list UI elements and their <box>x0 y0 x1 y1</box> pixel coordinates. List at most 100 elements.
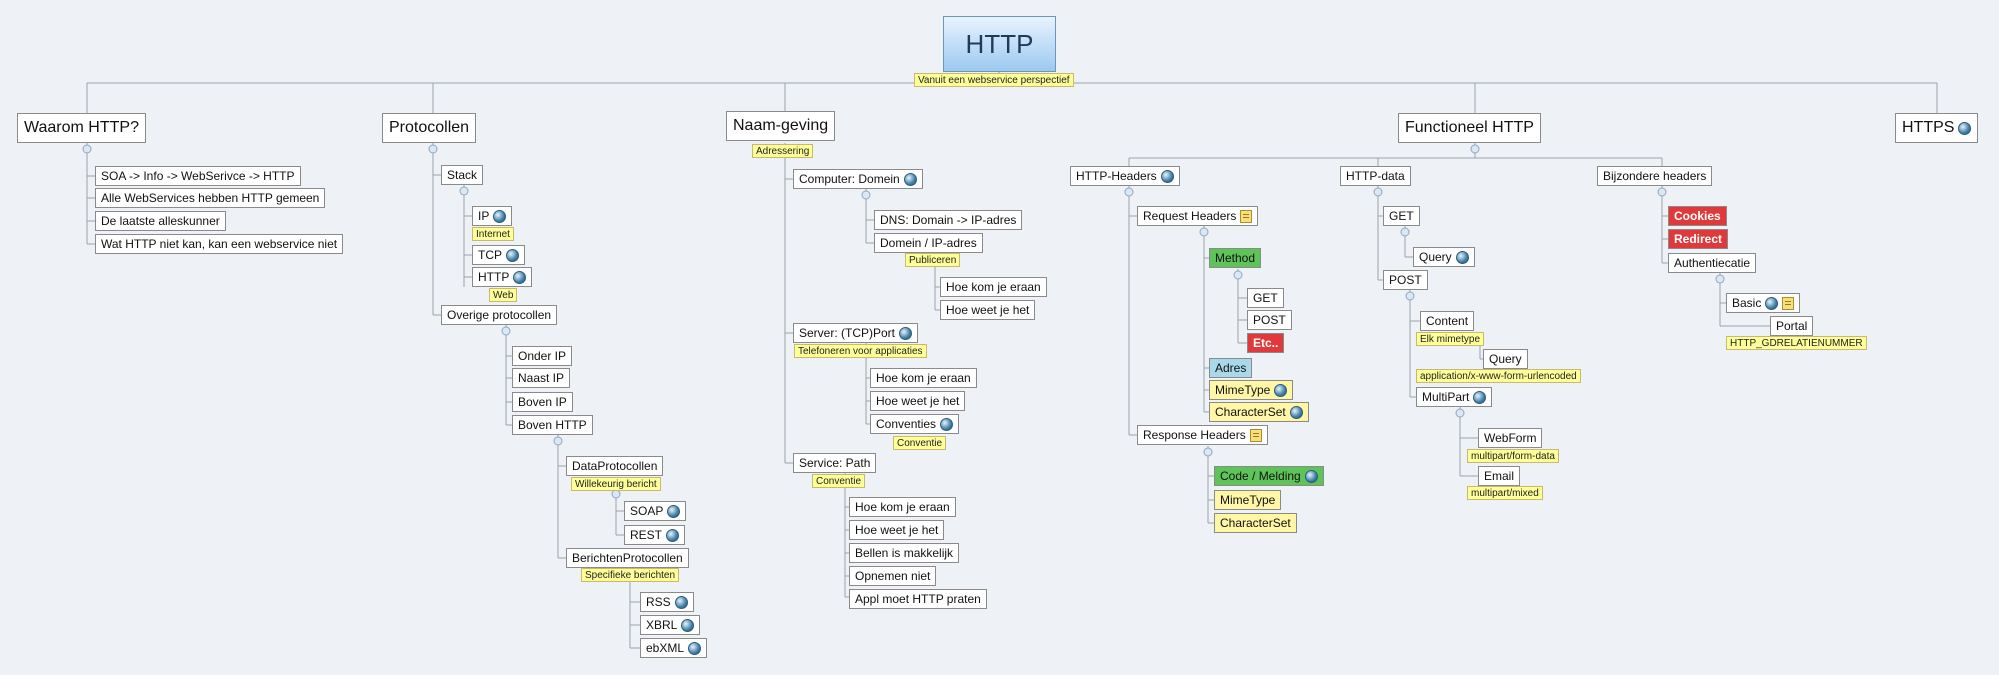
node-conventies[interactable]: Conventies <box>870 414 960 434</box>
node-method-etc[interactable]: Etc.. <box>1247 333 1285 353</box>
branch-functioneel-http[interactable]: Functioneel HTTP <box>1398 113 1541 143</box>
branch-protocollen[interactable]: Protocollen <box>382 113 477 143</box>
node-data-query[interactable]: Query <box>1413 247 1475 267</box>
node-path-hoe-kom[interactable]: Hoe kom je eraan <box>849 497 956 517</box>
node-label: TCP <box>478 248 502 262</box>
node-xbrl[interactable]: XBRL <box>640 615 701 635</box>
node-adres[interactable]: Adres <box>1209 358 1253 378</box>
node-domein-hoe-kom[interactable]: Hoe kom je eraan <box>940 277 1047 297</box>
waarom-item-1[interactable]: SOA -> Info -> WebSerivce -> HTTP <box>95 166 301 186</box>
node-response-mimetype[interactable]: MimeType <box>1214 490 1282 510</box>
root-node-http[interactable]: HTTP <box>943 16 1056 72</box>
node-path-hoe-weet[interactable]: Hoe weet je het <box>849 520 945 540</box>
node-cookies[interactable]: Cookies <box>1668 206 1727 226</box>
note-domein-ip: Publiceren <box>905 253 961 267</box>
root-label: HTTP <box>965 29 1034 59</box>
note-naamgeving: Adressering <box>752 144 814 158</box>
node-email[interactable]: Email <box>1478 466 1521 486</box>
waarom-item-2[interactable]: Alle WebServices hebben HTTP gemeen <box>95 188 326 208</box>
node-webform[interactable]: WebForm <box>1478 428 1543 448</box>
node-method-post[interactable]: POST <box>1247 310 1292 330</box>
note-content: Elk mimetype <box>1416 332 1485 346</box>
node-onder-ip[interactable]: Onder IP <box>512 346 573 366</box>
node-domein-ip[interactable]: Domein / IP-adres <box>874 233 983 253</box>
branch-waarom-http[interactable]: Waarom HTTP? <box>17 113 146 143</box>
globe-icon <box>1289 405 1303 419</box>
node-bijzondere-headers[interactable]: Bijzondere headers <box>1597 166 1713 186</box>
note-email: multipart/mixed <box>1467 486 1543 500</box>
node-server-hoe-weet[interactable]: Hoe weet je het <box>870 391 966 411</box>
node-method-get[interactable]: GET <box>1247 288 1284 308</box>
waarom-item-4[interactable]: Wat HTTP niet kan, kan een webservice ni… <box>95 234 344 254</box>
node-http-headers[interactable]: HTTP-Headers <box>1070 166 1180 186</box>
node-basic[interactable]: Basic <box>1726 293 1801 313</box>
globe-icon <box>513 270 527 284</box>
branch-https[interactable]: HTTPS <box>1895 113 1979 143</box>
note-berichtenprotocollen: Specifieke berichten <box>581 568 680 582</box>
node-http[interactable]: HTTP <box>472 267 533 287</box>
node-rss[interactable]: RSS <box>640 592 694 612</box>
node-label: REST <box>630 528 663 542</box>
node-stack[interactable]: Stack <box>441 165 484 185</box>
node-server-port[interactable]: Server: (TCP)Port <box>793 323 919 343</box>
node-bellen[interactable]: Bellen is makkelijk <box>849 543 960 563</box>
node-method[interactable]: Method <box>1209 248 1262 268</box>
node-authentiecatie[interactable]: Authentiecatie <box>1668 253 1757 273</box>
node-soap[interactable]: SOAP <box>624 501 687 521</box>
node-service-path[interactable]: Service: Path <box>793 453 877 473</box>
node-label: Basic <box>1732 296 1762 310</box>
node-mimetype[interactable]: MimeType <box>1209 380 1294 400</box>
globe-icon <box>493 209 507 223</box>
node-tcp[interactable]: TCP <box>472 245 525 265</box>
node-label: Code / Melding <box>1220 469 1301 483</box>
node-label: HTTP-Headers <box>1076 169 1157 183</box>
globe-icon <box>674 595 688 609</box>
node-label: Query <box>1419 250 1452 264</box>
node-label: CharacterSet <box>1215 405 1286 419</box>
node-redirect[interactable]: Redirect <box>1668 229 1729 249</box>
node-label: MultiPart <box>1422 390 1470 404</box>
waarom-item-3[interactable]: De laatste alleskunner <box>95 211 226 231</box>
node-label: MimeType <box>1215 383 1271 397</box>
globe-icon <box>1473 390 1487 404</box>
node-response-characterset[interactable]: CharacterSet <box>1214 513 1297 533</box>
globe-icon <box>506 248 519 262</box>
node-server-hoe-kom[interactable]: Hoe kom je eraan <box>870 368 977 388</box>
node-computer-domein[interactable]: Computer: Domein <box>793 169 923 189</box>
branch-label: Protocollen <box>389 119 470 136</box>
node-ebxml[interactable]: ebXML <box>640 638 708 658</box>
node-data-get[interactable]: GET <box>1383 206 1420 226</box>
node-data-post[interactable]: POST <box>1383 270 1428 290</box>
note-conventies: Conventie <box>893 436 947 450</box>
node-characterset[interactable]: CharacterSet <box>1209 402 1309 422</box>
node-dataprotocollen[interactable]: DataProtocollen <box>566 456 664 476</box>
branch-label: HTTPS <box>1902 119 1955 136</box>
node-label: Server: (TCP)Port <box>799 326 896 340</box>
node-request-headers[interactable]: Request Headers <box>1137 206 1259 226</box>
node-rest[interactable]: REST <box>624 525 686 545</box>
globe-icon <box>688 641 702 655</box>
node-response-headers[interactable]: Response Headers <box>1137 425 1268 445</box>
node-boven-ip[interactable]: Boven IP <box>512 392 573 412</box>
node-multipart[interactable]: MultiPart <box>1416 387 1493 407</box>
node-content[interactable]: Content <box>1420 311 1475 331</box>
node-naast-ip[interactable]: Naast IP <box>512 368 571 388</box>
node-opnemen[interactable]: Opnemen niet <box>849 566 937 586</box>
node-overige-protocollen[interactable]: Overige protocollen <box>441 305 558 325</box>
node-ip[interactable]: IP <box>472 206 513 226</box>
note-webform: multipart/form-data <box>1467 449 1559 463</box>
branch-naamgeving[interactable]: Naam-geving <box>726 111 836 141</box>
node-label: Request Headers <box>1143 209 1237 223</box>
node-berichtenprotocollen[interactable]: BerichtenProtocollen <box>566 548 689 568</box>
note-service-path: Conventie <box>812 474 866 488</box>
node-content-query[interactable]: Query <box>1483 349 1528 369</box>
node-code-melding[interactable]: Code / Melding <box>1214 466 1324 486</box>
node-dns[interactable]: DNS: Domain -> IP-adres <box>874 210 1023 230</box>
node-appl[interactable]: Appl moet HTTP praten <box>849 589 987 609</box>
node-boven-http[interactable]: Boven HTTP <box>512 415 593 435</box>
node-domein-hoe-weet[interactable]: Hoe weet je het <box>940 300 1036 320</box>
node-http-data[interactable]: HTTP-data <box>1340 166 1411 186</box>
node-label: Computer: Domein <box>799 172 900 186</box>
note-content-query: application/x-www-form-urlencoded <box>1416 369 1581 383</box>
node-portal[interactable]: Portal <box>1770 316 1814 336</box>
